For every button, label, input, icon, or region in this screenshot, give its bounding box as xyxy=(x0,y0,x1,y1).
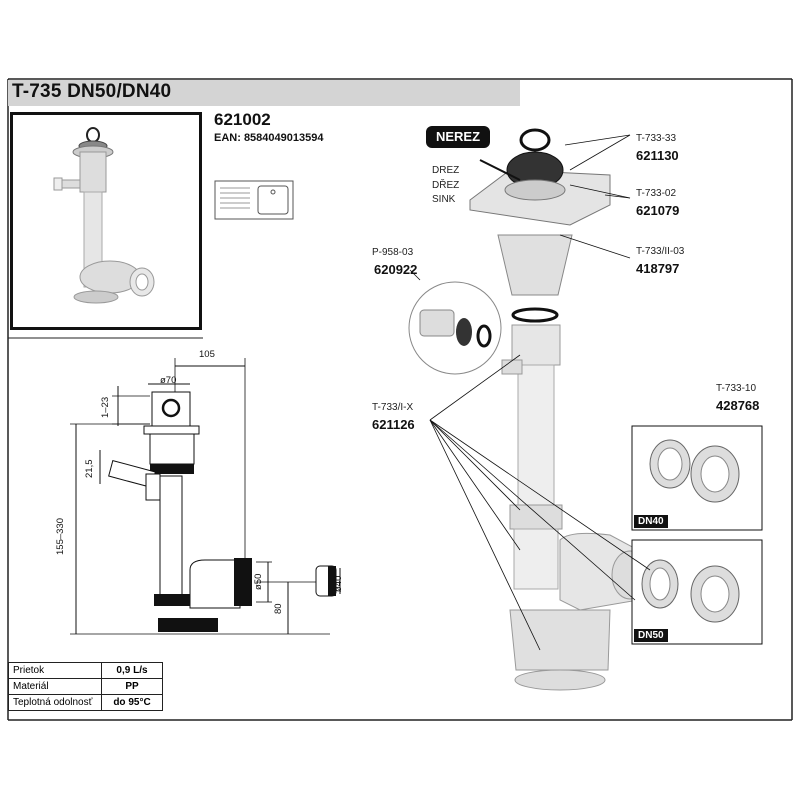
spec-label: Prietok xyxy=(8,662,102,679)
spec-value: 0,9 L/s xyxy=(101,662,163,679)
dim-80: 80 xyxy=(273,603,284,614)
ean-code: EAN: 8584049013594 xyxy=(214,132,324,144)
dim-d40: ø40 xyxy=(333,575,344,592)
part-ref-3: T-733/II-03 xyxy=(636,246,685,257)
spec-row: Materiál PP xyxy=(8,678,163,695)
part-ref-4: P-958-03 xyxy=(372,247,414,258)
dn40-tag: DN40 xyxy=(634,515,668,528)
part-num-1: 621130 xyxy=(636,148,679,163)
spec-row: Prietok 0,9 L/s xyxy=(8,662,163,679)
spec-label: Materiál xyxy=(8,678,102,695)
product-title: T-735 DN50/DN40 xyxy=(12,81,172,102)
part-num-6: 428768 xyxy=(716,398,760,413)
technical-drawing xyxy=(70,358,341,635)
part-num-4: 620922 xyxy=(374,262,418,277)
part-ref-6: T-733-10 xyxy=(716,383,757,394)
sink-label-sk: DREZ xyxy=(432,165,460,176)
dim-1-23: 1–23 xyxy=(100,396,111,418)
exploded-view xyxy=(408,128,763,691)
dim-155-330: 155–330 xyxy=(55,518,66,555)
title-bar xyxy=(8,80,520,106)
dim-105: 105 xyxy=(199,349,215,360)
sink-pictogram xyxy=(214,180,294,220)
spec-row: Teplotná odolnosť do 95°C xyxy=(8,694,163,711)
dim-d70: ø70 xyxy=(160,375,177,386)
dn50-tag: DN50 xyxy=(634,629,668,642)
spec-table: Prietok 0,9 L/s Materiál PP Teplotná odo… xyxy=(8,662,163,711)
part-num-3: 418797 xyxy=(636,261,680,276)
part-ref-1: T-733-33 xyxy=(636,133,677,144)
part-ref-5: T-733/I-X xyxy=(372,402,414,413)
sink-label-cz: DŘEZ xyxy=(432,180,460,191)
spec-value: PP xyxy=(101,678,163,695)
spec-label: Teplotná odolnosť xyxy=(8,694,102,711)
part-num-5: 621126 xyxy=(372,417,415,432)
part-ref-2: T-733-02 xyxy=(636,188,677,199)
nerez-badge: NEREZ xyxy=(426,126,490,148)
product-photo xyxy=(10,112,202,330)
dim-d50: ø50 xyxy=(253,573,264,590)
dim-21-5: 21,5 xyxy=(84,459,95,479)
product-code: 621002 xyxy=(214,110,271,129)
part-num-2: 621079 xyxy=(636,203,680,218)
sink-label-en: SINK xyxy=(432,194,456,205)
spec-value: do 95°C xyxy=(101,694,163,711)
